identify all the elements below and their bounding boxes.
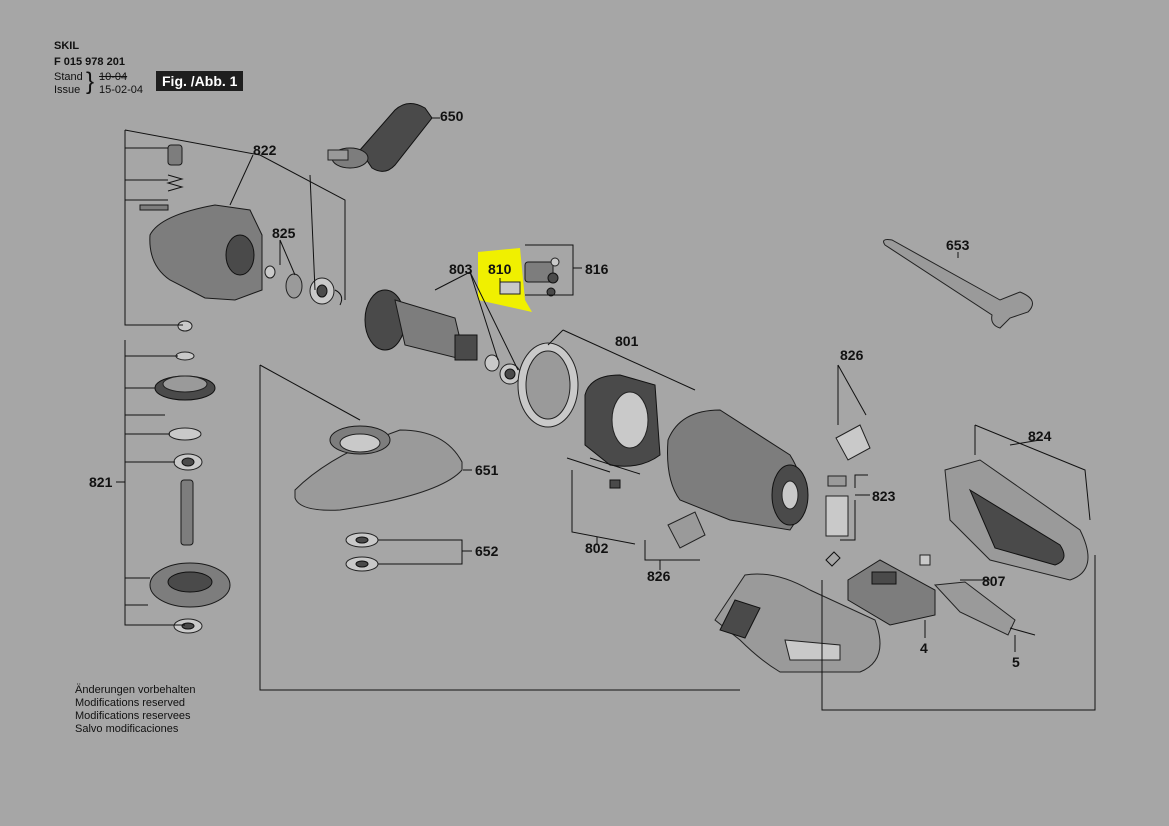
highlight-810 (478, 248, 532, 312)
label-651: 651 (475, 462, 499, 478)
label-824: 824 (1028, 428, 1052, 444)
note-de: Änderungen vorbehalten (75, 684, 196, 696)
wrench-drawing (883, 239, 1033, 329)
label-826-upper: 826 (840, 347, 864, 363)
label-826-lower: 826 (647, 568, 671, 584)
screws-802-drawing (566, 457, 641, 489)
label-803: 803 (449, 261, 473, 277)
guard-drawing (294, 425, 463, 511)
label-807: 807 (982, 573, 1006, 589)
brace-glyph: } (86, 68, 95, 95)
label-823: 823 (872, 488, 896, 504)
notes-block: Änderungen vorbehalten Modifications res… (75, 684, 195, 736)
issue-label: Issue (54, 84, 81, 96)
label-816: 816 (585, 261, 609, 277)
label-652: 652 (475, 543, 499, 559)
flange-nuts-drawing (345, 532, 379, 572)
part-number: F 015 978 201 (54, 56, 125, 68)
leader-lines (116, 129, 1096, 711)
stand-date: 10-04 (99, 71, 128, 83)
stand-label: Stand (54, 71, 83, 83)
issue-date: 15-02-04 (99, 84, 144, 96)
label-4: 4 (920, 640, 928, 656)
brand-name: SKIL (54, 40, 80, 52)
label-801: 801 (615, 333, 639, 349)
label-802: 802 (585, 540, 609, 556)
part-826b-drawing (667, 511, 706, 549)
auxiliary-handle-drawing (327, 103, 440, 172)
handle-cover-824-drawing (944, 459, 1089, 581)
motor-housing-drawing (667, 409, 809, 531)
rear-handle-drawing (714, 573, 881, 673)
part-823-drawing (825, 475, 849, 567)
gear-housing-drawing (139, 144, 343, 306)
carbon-brush-810 (499, 281, 521, 295)
stator-drawing (517, 342, 661, 467)
spindle-stack-drawing (149, 320, 231, 634)
note-fr: Modifications reservees (75, 710, 191, 722)
figure-badge: Fig. /Abb. 1 (156, 71, 244, 91)
label-821: 821 (89, 474, 113, 490)
label-653: 653 (946, 237, 970, 253)
note-es: Salvo modificaciones (75, 723, 179, 735)
label-822: 822 (253, 142, 277, 158)
brush-holder-drawing (524, 257, 560, 297)
label-810: 810 (488, 261, 512, 277)
label-5: 5 (1012, 654, 1020, 670)
label-650: 650 (440, 108, 464, 124)
part-826a-drawing (835, 424, 871, 461)
switch-807-drawing (847, 554, 1036, 636)
note-en: Modifications reserved (75, 697, 186, 709)
label-825: 825 (272, 225, 296, 241)
